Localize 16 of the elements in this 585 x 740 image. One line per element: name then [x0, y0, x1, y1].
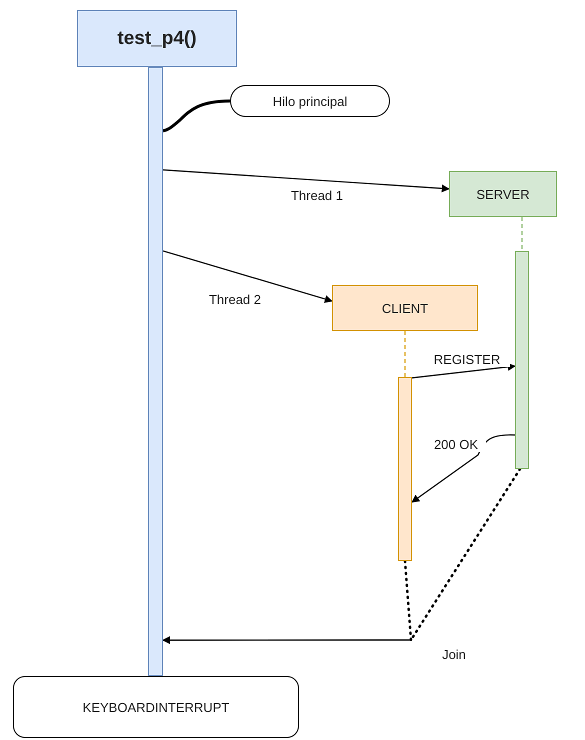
arrow: [162, 560, 412, 644]
lifeline-header-box: test_p4(): [77, 10, 237, 67]
arrow: [162, 169, 450, 192]
activation-bar: [398, 377, 412, 561]
arrow: [411, 434, 516, 503]
connector-line: [521, 217, 523, 251]
participant-box: SERVER: [449, 171, 557, 217]
activation-bar: [515, 251, 529, 469]
lifeline-bar: [148, 67, 163, 676]
participant-box: CLIENT: [332, 285, 478, 331]
terminal-box: KEYBOARDINTERRUPT: [13, 676, 299, 738]
callout-box: Hilo principal: [230, 85, 390, 117]
arrow: [162, 250, 333, 303]
arrow: [412, 362, 516, 378]
connector-line: [404, 331, 406, 377]
leader-line: [162, 100, 230, 132]
